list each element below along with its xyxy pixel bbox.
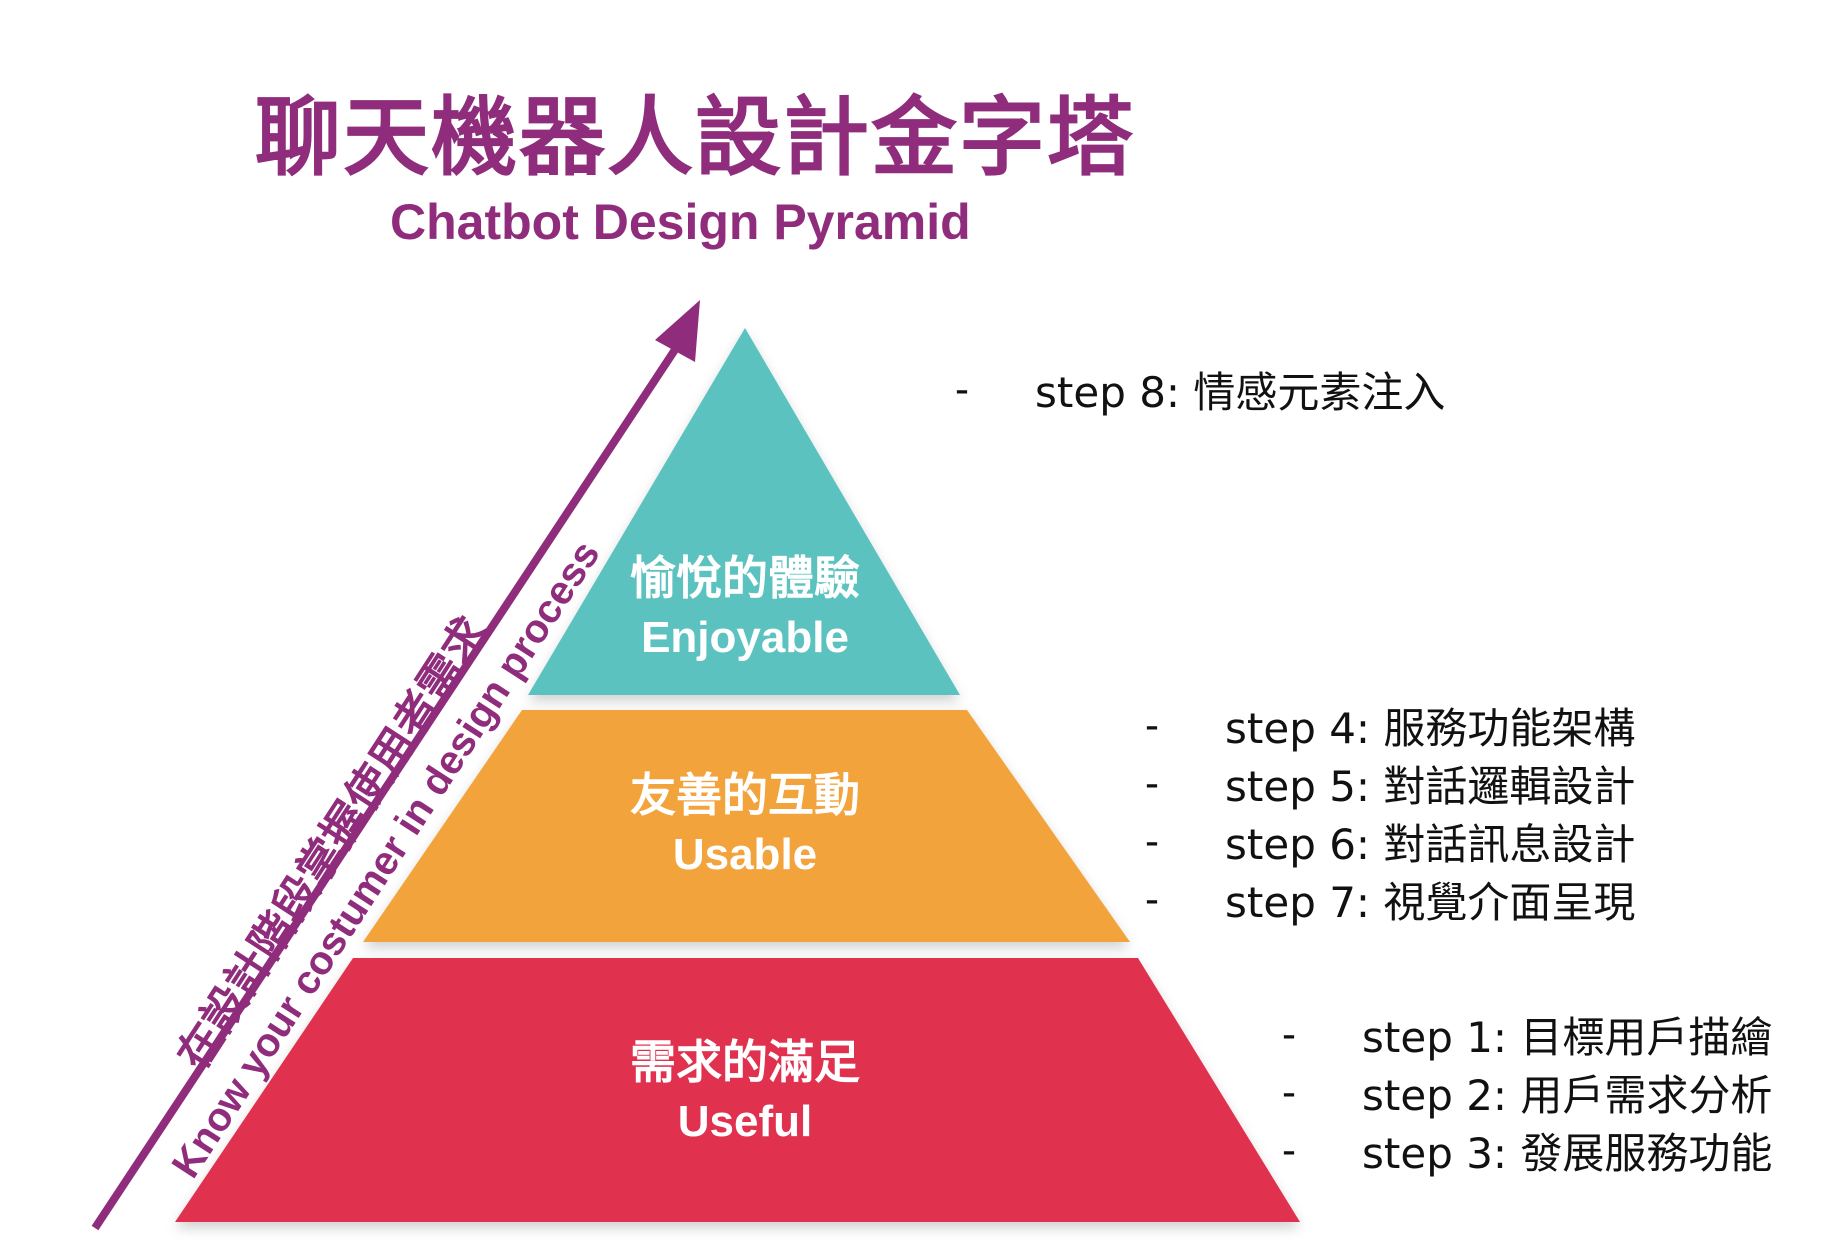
- step-text: step 2: 用戶需求分析: [1362, 1070, 1773, 1120]
- step-bullet: -: [1145, 817, 1159, 864]
- pyramid-tier-top: [528, 328, 960, 695]
- steps-bottom: - step 1: 目標用戶描繪 - step 2: 用戶需求分析 - step…: [1282, 1005, 1772, 1179]
- step-bullet: -: [955, 365, 969, 412]
- step-text: step 8: 情感元素注入: [1035, 367, 1446, 417]
- level-usable-en: Usable: [672, 830, 818, 879]
- steps-middle: - step 4: 服務功能架構 - step 5: 對話邏輯設計 - step…: [1145, 696, 1635, 928]
- step-text: step 5: 對話邏輯設計: [1225, 761, 1636, 811]
- level-enjoyable-en: Enjoyable: [641, 613, 849, 662]
- diagram-title-en: Chatbot Design Pyramid: [390, 194, 971, 250]
- step-text: step 7: 視覺介面呈現: [1225, 877, 1636, 927]
- diagram-title-zh: 聊天機器人設計金字塔: [255, 88, 1135, 188]
- level-useful: 需求的滿足 Useful: [595, 1032, 895, 1152]
- step-text: step 3: 發展服務功能: [1362, 1128, 1773, 1178]
- step-item: - step 3: 發展服務功能: [1282, 1121, 1772, 1179]
- step-bullet: -: [1145, 701, 1159, 748]
- step-item: - step 2: 用戶需求分析: [1282, 1063, 1772, 1121]
- level-enjoyable: 愉悅的體驗 Enjoyable: [595, 548, 895, 668]
- progress-arrow-head: [655, 300, 700, 362]
- step-item: - step 4: 服務功能架構: [1145, 696, 1635, 754]
- step-item: - step 7: 視覺介面呈現: [1145, 870, 1635, 928]
- step-text: step 1: 目標用戶描繪: [1362, 1012, 1773, 1062]
- step-bullet: -: [1145, 759, 1159, 806]
- step-text: step 6: 對話訊息設計: [1225, 819, 1636, 869]
- step-bullet: -: [1145, 875, 1159, 922]
- level-usable-zh: 友善的互動: [630, 768, 860, 822]
- steps-top: - step 8: 情感元素注入: [955, 360, 1445, 418]
- pyramid-tier-middle: [363, 710, 1130, 942]
- step-item: - step 6: 對話訊息設計: [1145, 812, 1635, 870]
- step-item: - step 8: 情感元素注入: [955, 360, 1445, 418]
- step-text: step 4: 服務功能架構: [1225, 703, 1636, 753]
- step-bullet: -: [1282, 1010, 1296, 1057]
- level-usable: 友善的互動 Usable: [595, 765, 895, 885]
- step-bullet: -: [1282, 1126, 1296, 1173]
- step-item: - step 1: 目標用戶描繪: [1282, 1005, 1772, 1063]
- level-useful-en: Useful: [677, 1097, 813, 1146]
- step-item: - step 5: 對話邏輯設計: [1145, 754, 1635, 812]
- step-bullet: -: [1282, 1068, 1296, 1115]
- level-useful-zh: 需求的滿足: [630, 1035, 860, 1089]
- pyramid-tier-bottom: [175, 958, 1300, 1222]
- progress-arrow-shaft: [91, 327, 692, 1231]
- level-enjoyable-zh: 愉悅的體驗: [630, 551, 860, 605]
